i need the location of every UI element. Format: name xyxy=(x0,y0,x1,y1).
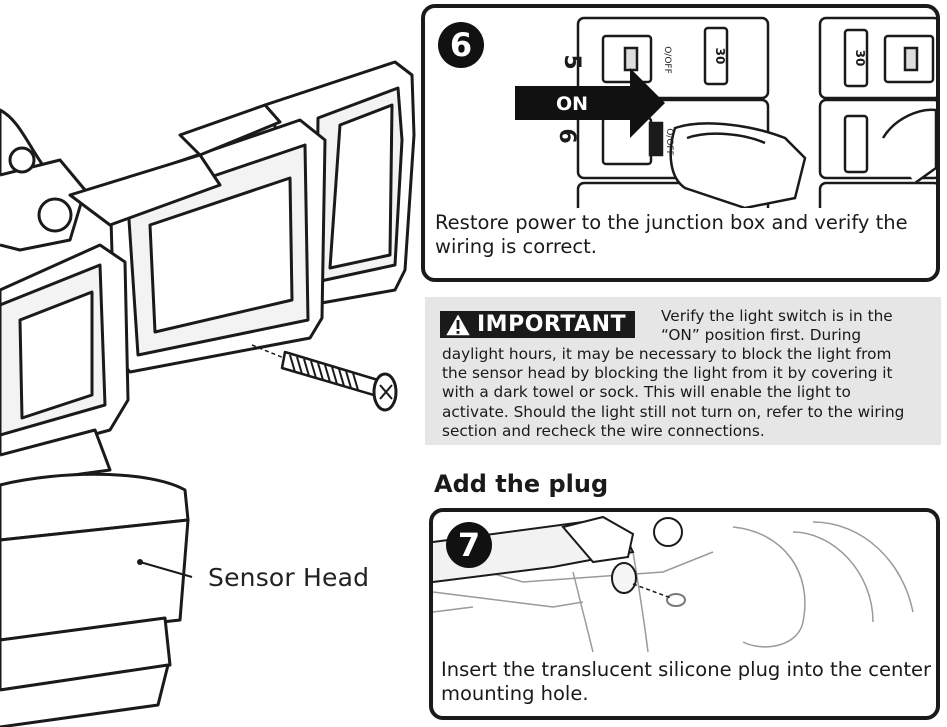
important-text-line: daylight hours, it may be necessary to b… xyxy=(442,345,892,363)
warning-icon xyxy=(443,311,473,337)
section-heading: Add the plug xyxy=(434,470,609,498)
light-fixture-illustration xyxy=(0,60,416,727)
important-badge: IMPORTANT xyxy=(440,311,635,338)
important-text-line: section and recheck the wire connections… xyxy=(442,422,765,440)
important-text-line: the sensor head by blocking the light fr… xyxy=(442,364,893,382)
important-label: IMPORTANT xyxy=(477,312,627,337)
step-7-box: 7 Insert the translucent silicone plug i… xyxy=(429,508,940,720)
arrow-on-label: ON xyxy=(556,93,588,115)
breaker-row-5: 5 xyxy=(559,54,584,69)
plug-insertion-illustration xyxy=(433,515,914,653)
breaker-toggle-label: O/OFF xyxy=(662,46,672,74)
step-6-box: ON 5 6 30 30 O/OFF O/OFF 6 Restore power… xyxy=(421,4,940,282)
step-7-instruction: Insert the translucent silicone plug int… xyxy=(441,658,931,705)
breaker-toggle-label: O/OFF xyxy=(664,128,674,156)
breaker-row-6: 6 xyxy=(554,128,579,143)
breaker-rating-label: 30 xyxy=(713,48,727,65)
step-number-6: 6 xyxy=(438,22,484,68)
breaker-rating-label: 30 xyxy=(853,50,867,67)
step-number-7: 7 xyxy=(446,522,492,568)
step-6-instruction: Restore power to the junction box and ve… xyxy=(435,211,908,258)
important-text-line: “ON” position first. During xyxy=(661,326,862,344)
important-text-line: activate. Should the light still not tur… xyxy=(442,403,905,421)
sensor-head-label: Sensor Head xyxy=(208,563,370,592)
important-text-line: Verify the light switch is in the xyxy=(661,307,893,325)
breaker-panel-illustration: ON 5 6 30 30 O/OFF O/OFF xyxy=(515,16,936,208)
important-text-line: with a dark towel or sock. This will ena… xyxy=(442,383,851,401)
